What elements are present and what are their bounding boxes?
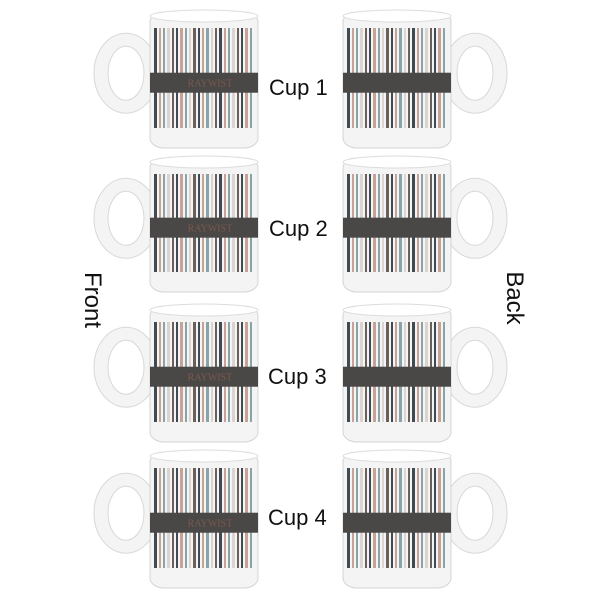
name-band — [150, 217, 258, 238]
mug-rim — [342, 303, 452, 317]
name-band — [343, 72, 451, 93]
mug-rim — [149, 155, 259, 169]
monogram-text: RAYWIST — [188, 373, 233, 384]
mug-handle-hole — [107, 485, 145, 541]
name-band — [150, 72, 258, 93]
front-side-label: Front — [79, 271, 106, 329]
name-band — [343, 512, 451, 533]
mug-back-4 — [342, 449, 508, 589]
mug-front-2: RAYWIST — [93, 155, 259, 293]
monogram-text: RAYWIST — [188, 79, 233, 90]
mug-front-3: RAYWIST — [93, 303, 259, 443]
mug-rim — [149, 9, 259, 23]
mug-handle-hole — [456, 485, 494, 541]
back-side-label: Back — [501, 271, 528, 325]
cup-4-label: Cup 4 — [268, 505, 327, 530]
mug-back-3 — [342, 303, 508, 443]
cup-3-label: Cup 3 — [268, 364, 327, 389]
mug-rim — [342, 449, 452, 463]
mug-rim — [149, 449, 259, 463]
mug-rim — [149, 303, 259, 317]
mug-back-2 — [342, 155, 508, 293]
mug-rim — [342, 155, 452, 169]
cup-2-label: Cup 2 — [269, 216, 328, 241]
mug-back-1 — [342, 9, 508, 149]
mug-handle-hole — [456, 339, 494, 395]
name-band — [150, 366, 258, 387]
mug-handle-hole — [107, 190, 145, 246]
mug-rim — [342, 9, 452, 23]
mug-front-4: RAYWIST — [93, 449, 259, 589]
cup-1-label: Cup 1 — [269, 75, 328, 100]
mug-handle-hole — [107, 45, 145, 101]
mug-handle-hole — [456, 190, 494, 246]
mug-front-1: RAYWIST — [93, 9, 259, 149]
mug-handle-hole — [456, 45, 494, 101]
name-band — [343, 366, 451, 387]
monogram-text: RAYWIST — [188, 224, 233, 235]
monogram-text: RAYWIST — [188, 519, 233, 530]
mug-handle-hole — [107, 339, 145, 395]
name-band — [150, 512, 258, 533]
name-band — [343, 217, 451, 238]
